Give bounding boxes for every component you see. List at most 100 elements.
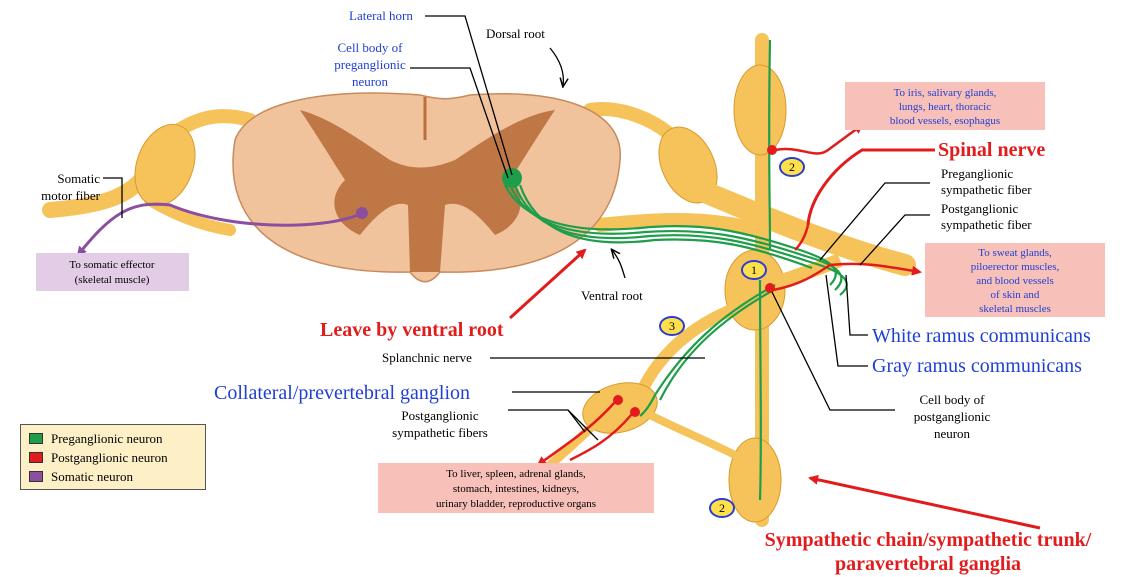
label-somatic-motor-1: Somatic [57,171,100,186]
spinal-nerve-trunk [689,179,916,276]
target-iris-line-2: lungs, heart, thoracic [899,101,991,113]
label-cell-body-post-3: neuron [934,426,971,441]
legend-row-postganglionic: Postganglionic neuron [29,448,197,467]
label-postgang-fibers-2: sympathetic fibers [392,425,488,440]
target-sweat-line-4: of skin and [991,289,1040,301]
label-post-fiber-2: sympathetic fiber [941,217,1032,232]
legend: Preganglionic neuron Postganglionic neur… [20,424,206,490]
leader-lines [103,15,930,441]
red-callouts [508,148,1041,530]
arrow-spinal-nerve [806,148,935,226]
post-fiber-top [774,123,864,155]
arrow-spinal-nerve-hook [794,224,810,251]
target-box-somatic [36,253,189,291]
pre-fiber-chain-up [768,39,772,251]
leader-lateral-horn [425,15,513,176]
label-splanchnic-nerve: Splanchnic nerve [382,350,472,365]
gray-matter [300,110,555,272]
target-sweat-line-2: piloerector muscles, [971,261,1060,273]
label-cell-body-pre-3: neuron [352,74,389,89]
target-box-sweat [925,243,1105,317]
chain-ganglion-top [733,64,787,156]
leader-ventral-root [612,250,626,279]
post-cell-top [767,145,777,155]
label-somatic-motor-2: motor fiber [41,188,101,203]
arrow-sympathetic-chain [808,474,1041,530]
arrow-ventral-root [508,248,587,320]
leader-somatic-motor [103,177,123,218]
leader-cell-body-post [771,291,895,411]
leader-white-ramus [845,274,868,336]
leader-gray-ramus [825,274,868,367]
somatic-motor-fiber [76,202,359,257]
legend-swatch-somatic [29,471,43,482]
target-box-viscera [378,463,654,513]
legend-row-preganglionic: Preganglionic neuron [29,429,197,448]
label-postgang-fibers-1: Postganglionic [401,408,479,423]
label-chain-line-2: paravertebral ganglia [835,553,1021,575]
legend-swatch-preganglionic [29,433,43,444]
label-cell-body-pre-1: Cell body of [338,40,404,55]
leader-pre-fiber [819,182,930,261]
legend-label-postganglionic: Postganglionic neuron [51,449,168,465]
post-fiber-gray-ramus [772,262,922,292]
target-box-iris [845,82,1045,130]
post-cell-middle [765,283,775,293]
nerve-structures [42,33,916,527]
legend-label-somatic: Somatic neuron [51,468,133,484]
legend-swatch-postganglionic [29,452,43,463]
rami-communicantes [767,253,843,292]
label-spinal-nerve: Spinal nerve [938,139,1045,161]
leader-cell-body-pre [410,67,509,179]
collateral-ganglion [582,382,658,434]
pre-fiber-splanchnic-2 [659,291,771,401]
pre-fiber-chain-down [758,279,762,501]
target-viscera-line-2: stomach, intestines, kidneys, [453,483,579,495]
label-leave-ventral-root: Leave by ventral root [320,319,504,341]
right-ventral-root [593,213,767,237]
somatic-effector-line-2: (skeletal muscle) [75,274,150,286]
marker-2-top [779,157,805,177]
spinal-cord [232,92,621,283]
pre-fiber-splanchnic [639,284,776,417]
target-sweat-line-3: and blood vessels [976,275,1054,287]
preganglionic-fibers [502,39,848,501]
marker-2-top-text: 2 [789,160,795,174]
legend-label-preganglionic: Preganglionic neuron [51,430,163,446]
marker-2-bottom [709,498,735,518]
splanchnic-nerve-trunk [634,299,751,401]
somatic-effector-line-1: To somatic effector [69,259,154,271]
label-cell-body-pre-2: preganglionic [334,57,406,72]
label-cell-body-post-1: Cell body of [920,392,986,407]
target-sweat-line-5: skeletal muscles [979,303,1051,315]
pre-fiber-4 [518,184,813,270]
label-pre-fiber-1: Preganglionic [941,166,1013,181]
leader-postgang-fibers-2 [567,409,586,433]
left-dorsal-root-ganglion [134,123,196,207]
marker-3-text: 3 [669,319,675,333]
marker-1 [741,260,767,280]
label-white-ramus: White ramus communicans [872,325,1091,347]
numbered-markers: 2 1 3 2 [659,157,805,518]
target-sweat-line-1: To sweat glands, [978,247,1052,259]
label-dorsal-root: Dorsal root [486,26,545,41]
text-labels: Lateral horn Dorsal root Cell body of pr… [41,8,1092,575]
marker-2-bottom-text: 2 [719,501,725,515]
target-viscera-line-3: urinary bladder, reproductive organs [436,498,596,510]
target-viscera-line-1: To liver, spleen, adrenal glands, [446,468,586,480]
marker-3 [659,316,685,336]
post-fiber-collateral-2 [569,413,633,462]
label-lateral-horn: Lateral horn [349,8,413,23]
marker-1-text: 1 [751,263,757,277]
label-chain-line-1: Sympathetic chain/sympathetic trunk/ [765,529,1092,551]
label-gray-ramus: Gray ramus communicans [872,355,1082,377]
collateral-branch-2 [648,411,737,459]
somatic-cell-body [356,207,368,219]
somatic-motor-pathway [76,202,368,257]
target-iris-line-3: blood vessels, esophagus [890,115,1000,127]
label-pre-fiber-2: sympathetic fiber [941,182,1032,197]
leader-post-fiber [859,214,930,266]
preganglionic-cell-bodies [502,168,522,188]
